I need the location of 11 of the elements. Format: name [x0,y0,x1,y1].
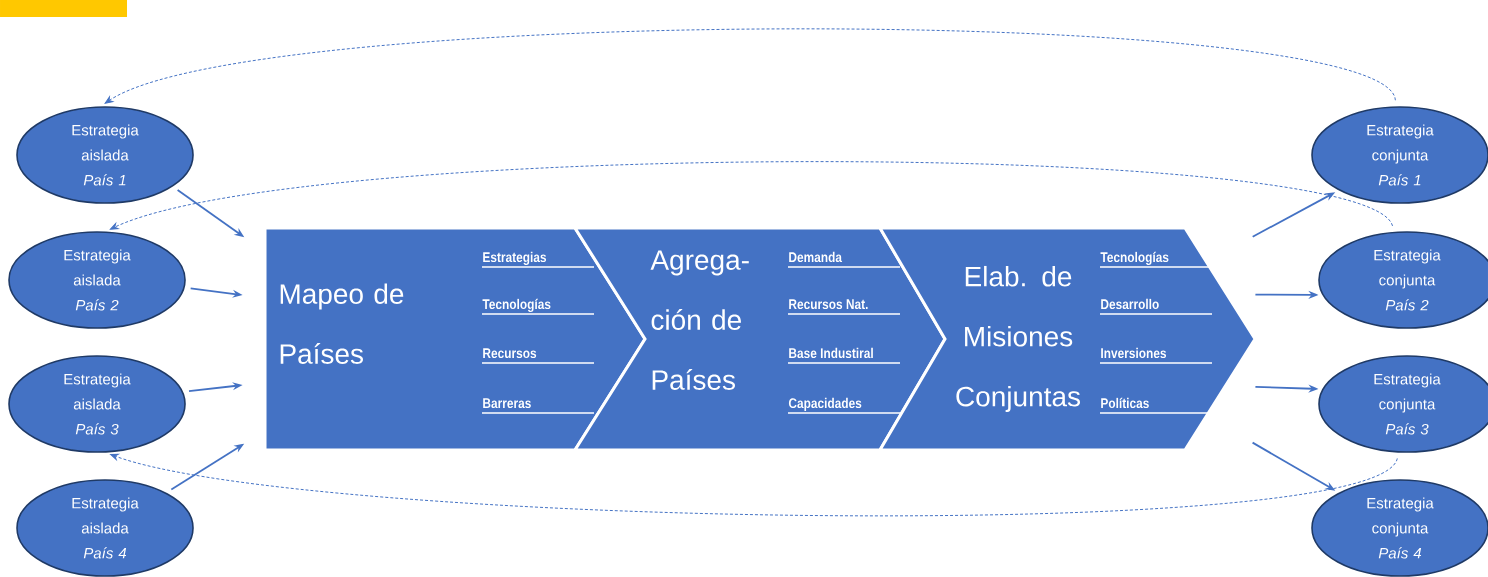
underlined-item: Capacidades [787,397,901,414]
underlined-item: Políticas [1099,397,1213,414]
arrow [109,161,1394,230]
underlined-item: Recursos Nat. [787,299,901,315]
underlined-item: Inversiones [1099,347,1213,364]
stage-title: Elab. de Misiones Conjuntas [956,265,1080,413]
stage-title: Agrega- ción de Países [650,250,749,390]
underlined-item: Demanda [787,251,901,268]
underlined-item: Desarrollo [1099,298,1213,315]
underlined-item: Tecnologías [1099,251,1213,268]
underlined-item: Base Industiral [787,347,901,364]
